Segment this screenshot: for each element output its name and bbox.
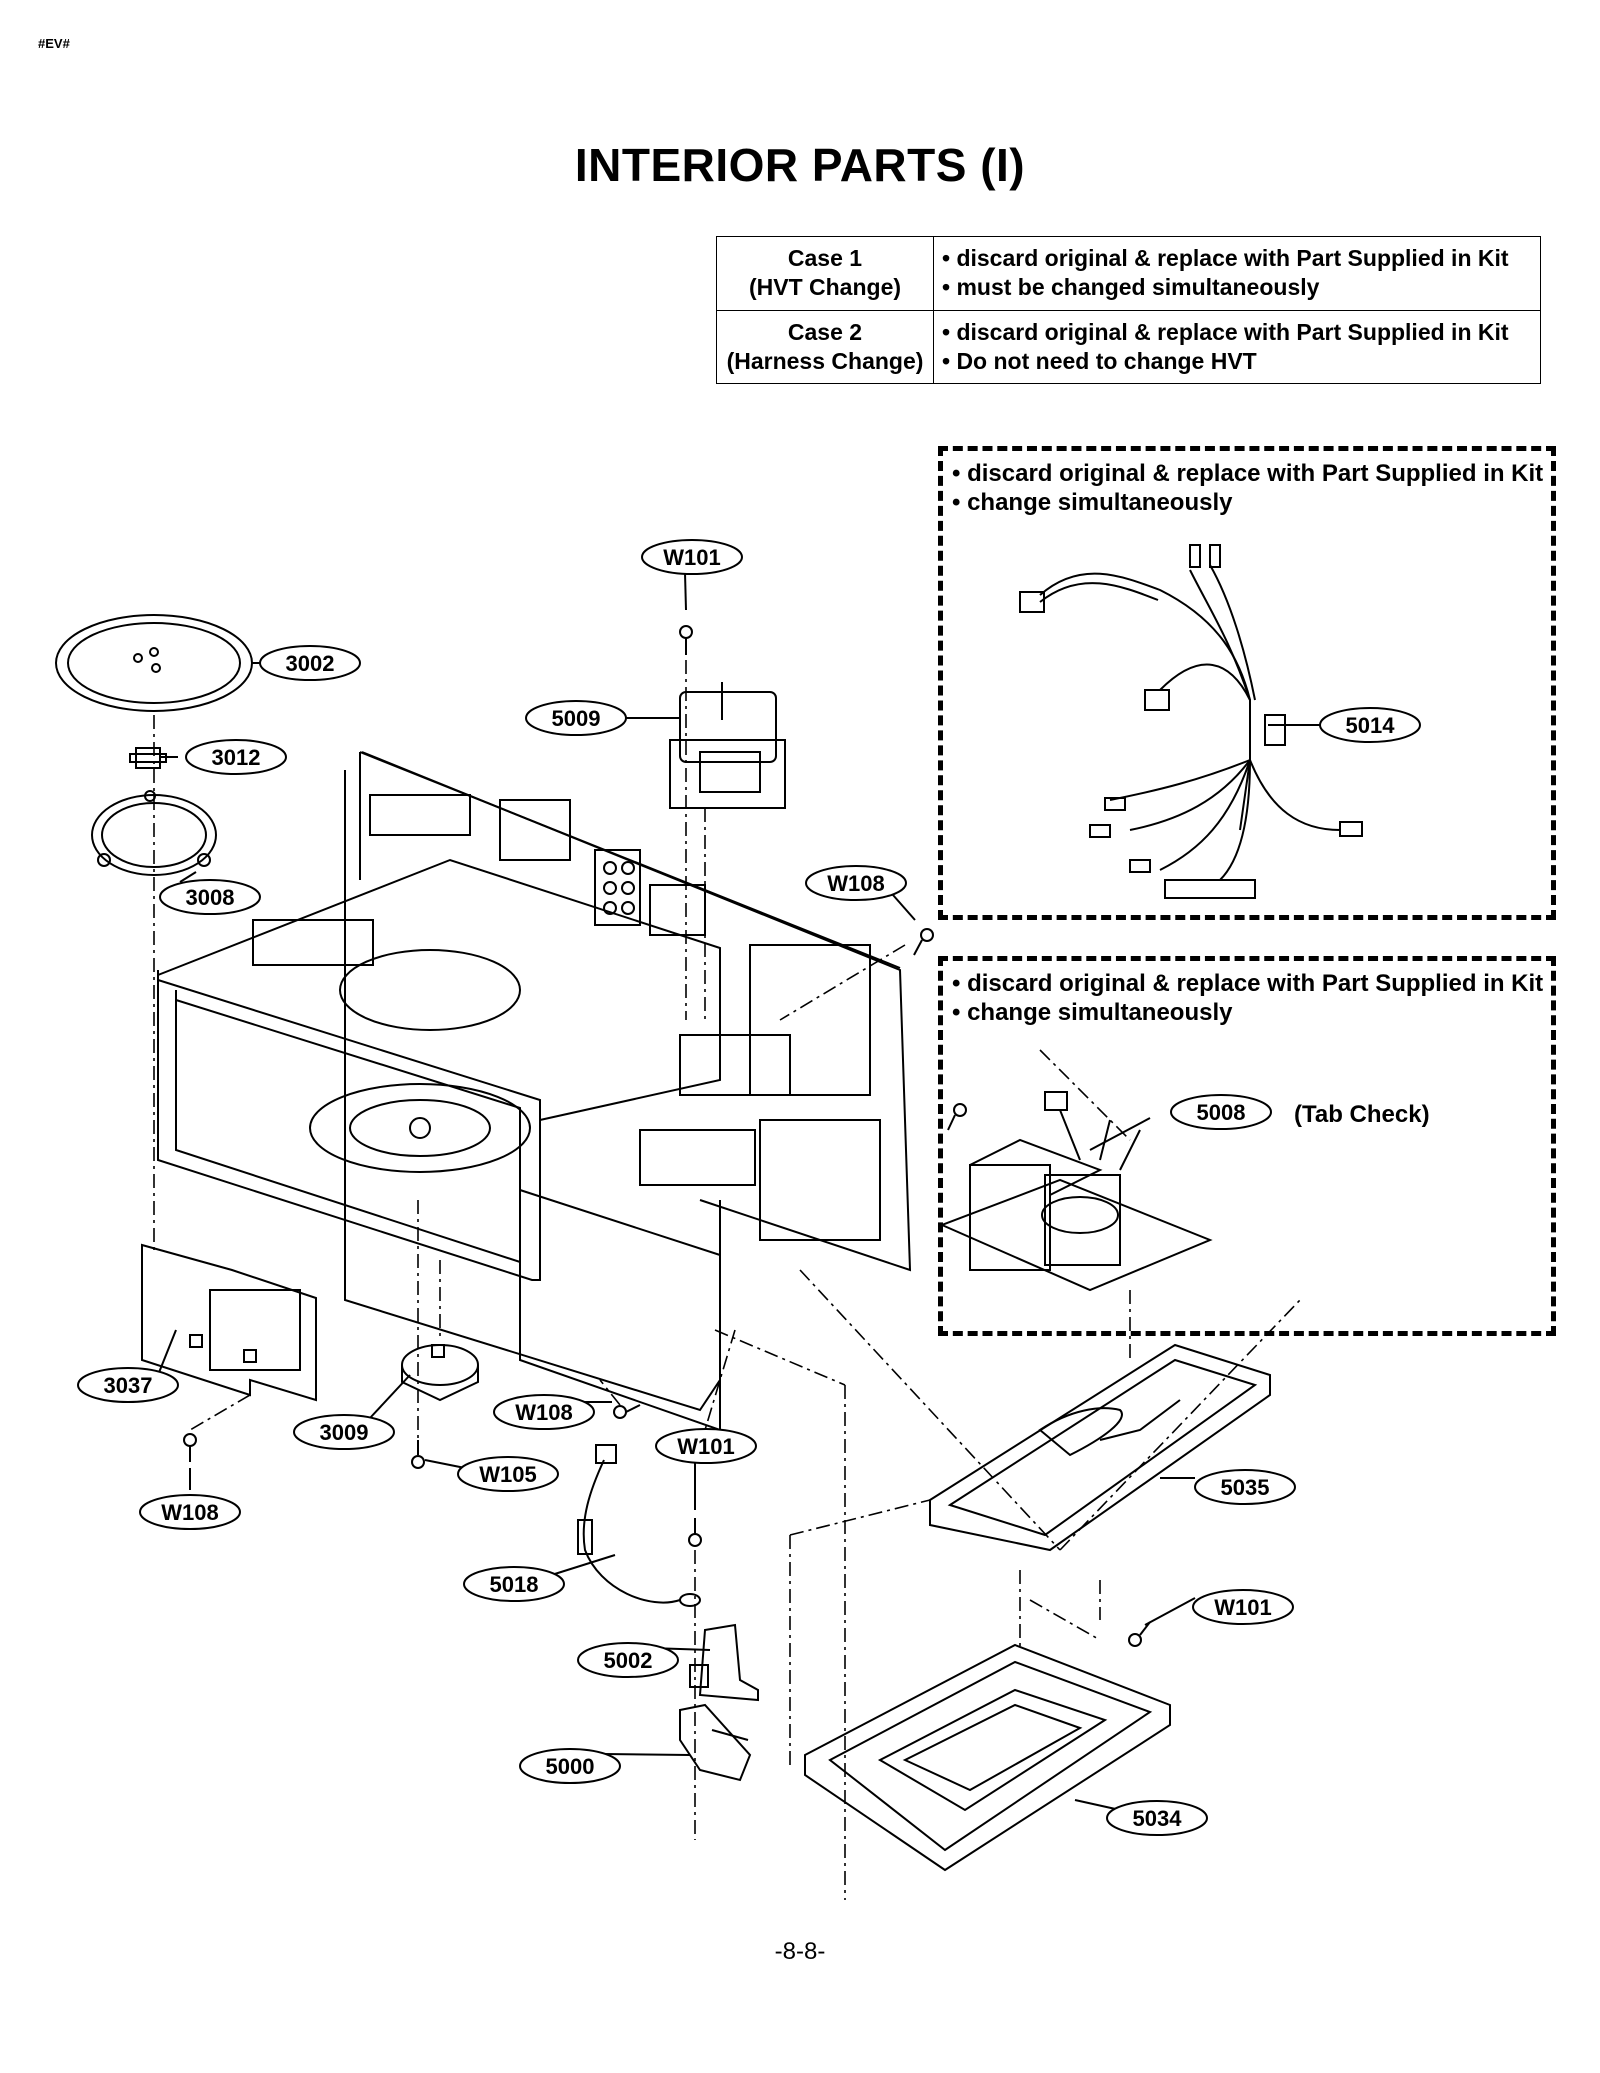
turntable-tray — [55, 614, 253, 712]
callout: W101 — [655, 1428, 757, 1464]
callout: 3008 — [159, 879, 261, 915]
callout: 3012 — [185, 739, 287, 775]
case-desc-cell: • discard original & replace with Part S… — [933, 236, 1541, 311]
note-line: • discard original & replace with Part S… — [952, 970, 1544, 997]
callout-label: 3009 — [320, 1420, 369, 1445]
hvt-kit-box — [938, 956, 1556, 1336]
callout-label: 5018 — [490, 1572, 539, 1597]
magnetron — [669, 682, 786, 809]
screws — [183, 625, 1151, 1647]
callout: W105 — [457, 1456, 559, 1492]
case-sub: (HVT Change) — [748, 274, 902, 301]
harness-kit-box — [938, 446, 1556, 920]
callout-label: 5002 — [604, 1648, 653, 1673]
lamp — [679, 1703, 752, 1782]
callout-label: 3012 — [212, 745, 261, 770]
turntable-motor — [401, 1344, 479, 1402]
callout-label: 5035 — [1221, 1475, 1270, 1500]
oven-cavity — [157, 751, 912, 1432]
callout-label: W108 — [161, 1500, 218, 1525]
note-line: • change simultaneously — [952, 489, 1233, 516]
callout-label: 3037 — [104, 1373, 153, 1398]
callout: W108 — [493, 1394, 595, 1430]
callout-label: W101 — [663, 545, 720, 570]
callout: 5014 — [1319, 707, 1421, 743]
callout-label: 5009 — [552, 706, 601, 731]
callout: 3037 — [77, 1367, 179, 1403]
note-line: • discard original & replace with Part S… — [952, 460, 1544, 487]
harness-kit-note: • discard original & replace with Part S… — [952, 459, 1543, 517]
callout: W101 — [641, 539, 743, 575]
lamp-bracket — [689, 1623, 759, 1702]
callout: 5000 — [519, 1748, 621, 1784]
callout: W108 — [139, 1494, 241, 1530]
callout: W108 — [805, 865, 907, 901]
callout: 5009 — [525, 700, 627, 736]
callout: 5035 — [1194, 1469, 1296, 1505]
case-line: • Do not need to change HVT — [942, 347, 1257, 374]
case-name: Case 1 — [787, 245, 863, 272]
callout-label: 5034 — [1133, 1806, 1183, 1831]
callout: 3002 — [259, 645, 361, 681]
callout-label: W101 — [1214, 1595, 1271, 1620]
callout: W101 — [1192, 1589, 1294, 1625]
callout-label: W105 — [479, 1462, 536, 1487]
page-number: -8-8- — [774, 1938, 826, 1965]
callout-label: 5008 — [1197, 1100, 1246, 1125]
callout-label: W101 — [677, 1434, 734, 1459]
callout-label: 5014 — [1346, 713, 1396, 738]
callout: 3009 — [293, 1414, 395, 1450]
case-table: Case 1 (HVT Change) • discard original &… — [716, 236, 1541, 384]
callout-label: 3002 — [286, 651, 335, 676]
case-name-cell: Case 2 (Harness Change) — [716, 309, 934, 384]
case-row: Case 1 (HVT Change) • discard original &… — [716, 236, 1541, 311]
case-line: • discard original & replace with Part S… — [942, 245, 1509, 272]
part-callouts: 3002 3012 3008 W101 5009 W108 5014 5008 … — [77, 539, 1421, 1836]
page-title: INTERIOR PARTS (I) — [574, 139, 1026, 191]
wire-harness — [1019, 544, 1363, 899]
leader-lines — [157, 572, 1320, 1811]
case-line: • discard original & replace with Part S… — [942, 318, 1509, 345]
bottom-plate — [804, 1643, 1171, 1872]
tab-check-label: (Tab Check) — [1294, 1101, 1430, 1128]
hvt-kit-note: • discard original & replace with Part S… — [952, 969, 1543, 1027]
assembly-lines — [153, 660, 1301, 1900]
note-line: • change simultaneously — [952, 999, 1233, 1026]
callout-label: 3008 — [186, 885, 235, 910]
base-plate — [929, 1343, 1271, 1552]
waveguide-cover — [141, 1243, 317, 1402]
callout: 5034 — [1106, 1800, 1208, 1836]
callout-label: W108 — [515, 1400, 572, 1425]
case-row: Case 2 (Harness Change) • discard origin… — [716, 309, 1541, 384]
sensor-wire — [577, 1444, 701, 1607]
callout: 5002 — [577, 1642, 679, 1678]
callout-label: W108 — [827, 871, 884, 896]
header-code: #EV# — [38, 36, 70, 51]
case-name: Case 2 — [787, 318, 863, 345]
hv-transformer — [939, 1091, 1213, 1292]
callout: 5008 — [1170, 1094, 1272, 1130]
callout-label: 5000 — [546, 1754, 595, 1779]
callout: 5018 — [463, 1566, 565, 1602]
case-desc-cell: • discard original & replace with Part S… — [933, 309, 1541, 384]
case-sub: (Harness Change) — [726, 347, 924, 374]
case-line: • must be changed simultaneously — [942, 274, 1320, 301]
